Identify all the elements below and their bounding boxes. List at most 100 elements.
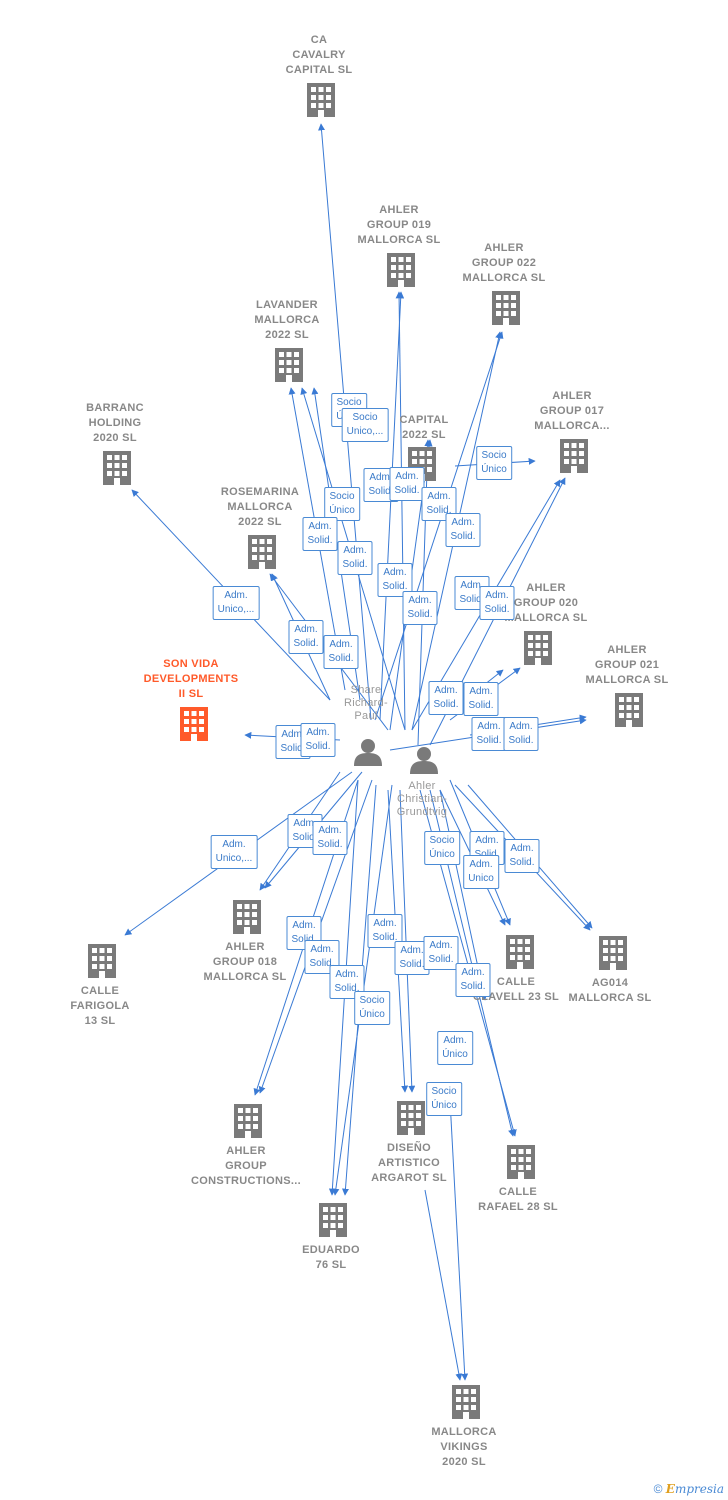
company-label-farigola[interactable]: CALLE FARIGOLA 13 SL xyxy=(70,984,129,1029)
edge-role-label-line: Adm. xyxy=(293,818,317,829)
node-label-line: DISEÑO xyxy=(387,1142,431,1154)
node-label-line: FARIGOLA xyxy=(70,1000,130,1012)
node-label-line: MALLORCA SL xyxy=(568,992,652,1004)
edge-role-label[interactable]: Adm. Solid. xyxy=(312,821,348,855)
node-label-line: 76 SL xyxy=(315,1259,347,1271)
edge-role-label-line: Adm. xyxy=(383,567,407,578)
edge-role-label-line: Unico,... xyxy=(215,853,253,864)
node-label-line: II SL xyxy=(178,688,204,700)
edge-role-label-line: Adm. xyxy=(224,590,248,601)
node-label-line: Grundtvig xyxy=(396,806,448,818)
edge-role-label-line: Socio xyxy=(429,835,455,846)
edge-role-label[interactable]: Adm.Solid. xyxy=(402,591,438,625)
edge-role-label-line: Adm. xyxy=(306,727,330,738)
edge-role-label[interactable]: Adm.Unico xyxy=(463,855,499,889)
edge-role-label[interactable]: Adm.Solid. xyxy=(455,963,491,997)
edge-role-label-line: Solid. xyxy=(428,954,454,965)
edge-role-label[interactable]: Adm.Solid. xyxy=(302,517,338,551)
node-label-line: GROUP 018 xyxy=(212,956,278,968)
company-label-sonvida[interactable]: SON VIDA DEVELOPMENTS II SL xyxy=(144,657,239,702)
edge-role-label-line: Único xyxy=(481,464,507,475)
edge-role-label[interactable]: Adm.Único xyxy=(437,1031,473,1065)
edge-role-label[interactable]: Adm.Solid. xyxy=(428,681,464,715)
edge-role-label[interactable]: Adm.Solid. xyxy=(304,940,340,974)
node-label-line: 2022 SL xyxy=(238,516,282,528)
edge-role-label-line: Adm. xyxy=(222,839,246,850)
node-label-line: CAPITAL SL xyxy=(285,64,353,76)
edge-role-label[interactable]: Adm.Solid. xyxy=(423,936,459,970)
node-label-line: Paul xyxy=(354,710,378,722)
edge-role-label[interactable]: Adm.Solid. xyxy=(288,620,324,654)
node-label-line: GROUP 022 xyxy=(471,257,537,269)
edge-role-label[interactable]: Adm.Solid. xyxy=(463,682,499,716)
edge-role-label-line: Socio xyxy=(329,491,355,502)
node-label-line: CLAVELL 23 SL xyxy=(472,991,560,1003)
edge-role-label-line: Solid. xyxy=(317,839,343,850)
edge-role-label[interactable]: Adm. Unico,... xyxy=(210,835,258,869)
edge-role-label[interactable]: Adm.Solid. xyxy=(323,635,359,669)
node-label-line: GROUP 020 xyxy=(513,597,579,609)
relationship-edge xyxy=(374,331,504,721)
edge-role-label[interactable]: Adm.Solid. xyxy=(445,513,481,547)
edge-role-label[interactable]: Adm.Unico,... xyxy=(212,586,260,620)
edge-role-label-line: Adm. xyxy=(329,639,353,650)
edge-role-label-line: Solid. xyxy=(468,700,494,711)
edge-role-label-line: Adm. xyxy=(369,472,393,483)
node-label-line: MALLORCA SL xyxy=(504,612,588,624)
edge-role-label[interactable]: Adm. Solid. xyxy=(337,541,373,575)
node-label-line: 2020 SL xyxy=(442,1456,486,1468)
edge-role-label[interactable]: Adm.Solid. xyxy=(479,586,515,620)
node-label-line: CALLE xyxy=(80,985,120,997)
edge-role-label-line: Solid. xyxy=(426,505,452,516)
edge-role-label-line: Adm. xyxy=(318,825,342,836)
node-label-line: GROUP xyxy=(225,1160,267,1172)
edge-role-label-line: Solid. xyxy=(372,932,398,943)
edge-role-label-line: Solid. xyxy=(293,638,319,649)
edge-role-label[interactable]: Adm.Solid. xyxy=(471,717,507,751)
edge-role-label-line: Solid. xyxy=(342,559,368,570)
edge-role-label-line: Adm. xyxy=(485,590,509,601)
edge-role-label-line: Adm. xyxy=(343,545,367,556)
node-label-line: DEVELOPMENTS xyxy=(143,673,239,685)
node-label-line: 2020 SL xyxy=(93,432,137,444)
edge-role-label[interactable]: Adm.Solid. xyxy=(503,717,539,751)
edge-role-label-line: Socio xyxy=(431,1086,457,1097)
edge-role-label[interactable]: Adm.Solid. xyxy=(504,839,540,873)
edge-role-label-line: Solid. xyxy=(292,832,318,843)
edge-role-label[interactable]: Adm.Solid. xyxy=(300,723,336,757)
node-label-line: SON VIDA xyxy=(163,658,219,670)
node-label-line: AHLER xyxy=(226,1145,266,1157)
edge-role-label-line: Adm. xyxy=(451,517,475,528)
node-label-line: 13 SL xyxy=(84,1015,116,1027)
node-label-line: MALLORCA... xyxy=(534,420,610,432)
edge-role-label[interactable]: Adm.Solid. xyxy=(389,467,425,501)
node-label-line: GROUP 017 xyxy=(539,405,605,417)
node-label-line: AHLER xyxy=(379,204,419,216)
